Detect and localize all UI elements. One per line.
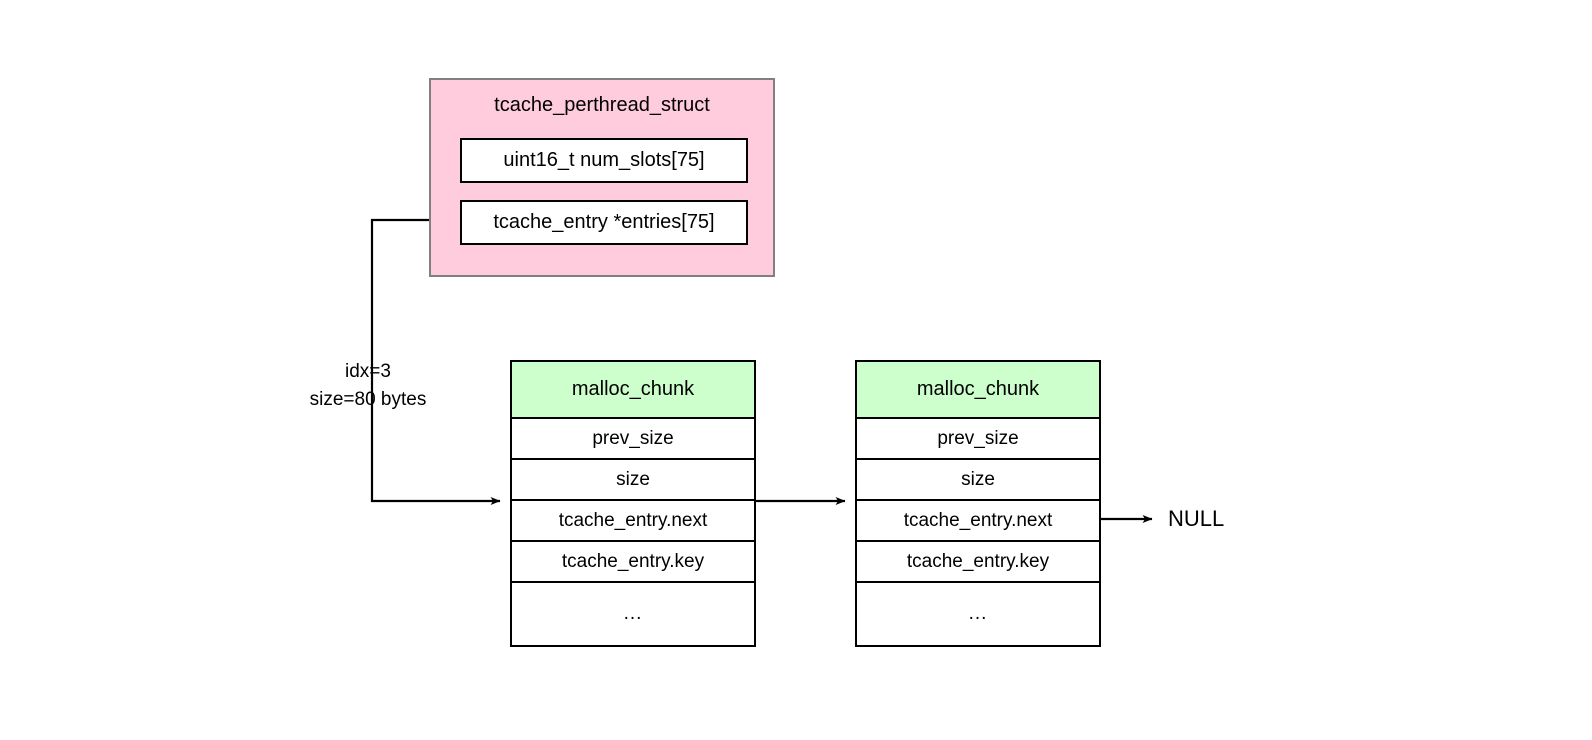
- chunk-row-ellipsis: ...: [968, 603, 988, 624]
- chunk-row-tcache-entry-next: tcache_entry.next: [857, 501, 1099, 542]
- tcache-perthread-struct-box: tcache_perthread_struct uint16_t num_slo…: [429, 78, 775, 277]
- edge-label-idx: idx=3: [345, 361, 391, 382]
- chunk-row-size: size: [512, 460, 754, 501]
- chunk-row-ellipsis: ...: [623, 603, 643, 624]
- chunk-header: malloc_chunk: [512, 362, 754, 419]
- chunk-header: malloc_chunk: [857, 362, 1099, 419]
- struct-title: tcache_perthread_struct: [494, 94, 710, 116]
- malloc-chunk-2: malloc_chunk prev_size size tcache_entry…: [855, 360, 1101, 647]
- edge-label-size: size=80 bytes: [309, 389, 427, 410]
- chunk-row-prev-size: prev_size: [857, 419, 1099, 460]
- struct-field-entries: tcache_entry *entries[75]: [460, 200, 748, 245]
- null-terminator-label: NULL: [1168, 506, 1225, 531]
- malloc-chunk-1: malloc_chunk prev_size size tcache_entry…: [510, 360, 756, 647]
- chunk-row-size: size: [857, 460, 1099, 501]
- chunk-row-tcache-entry-key: tcache_entry.key: [512, 542, 754, 583]
- chunk-row-prev-size: prev_size: [512, 419, 754, 460]
- edge-label-idx-size: idx=3 size=80 bytes: [248, 358, 488, 414]
- chunk-row-tcache-entry-key: tcache_entry.key: [857, 542, 1099, 583]
- struct-field-num-slots: uint16_t num_slots[75]: [460, 138, 748, 183]
- chunk-row-tcache-entry-next: tcache_entry.next: [512, 501, 754, 542]
